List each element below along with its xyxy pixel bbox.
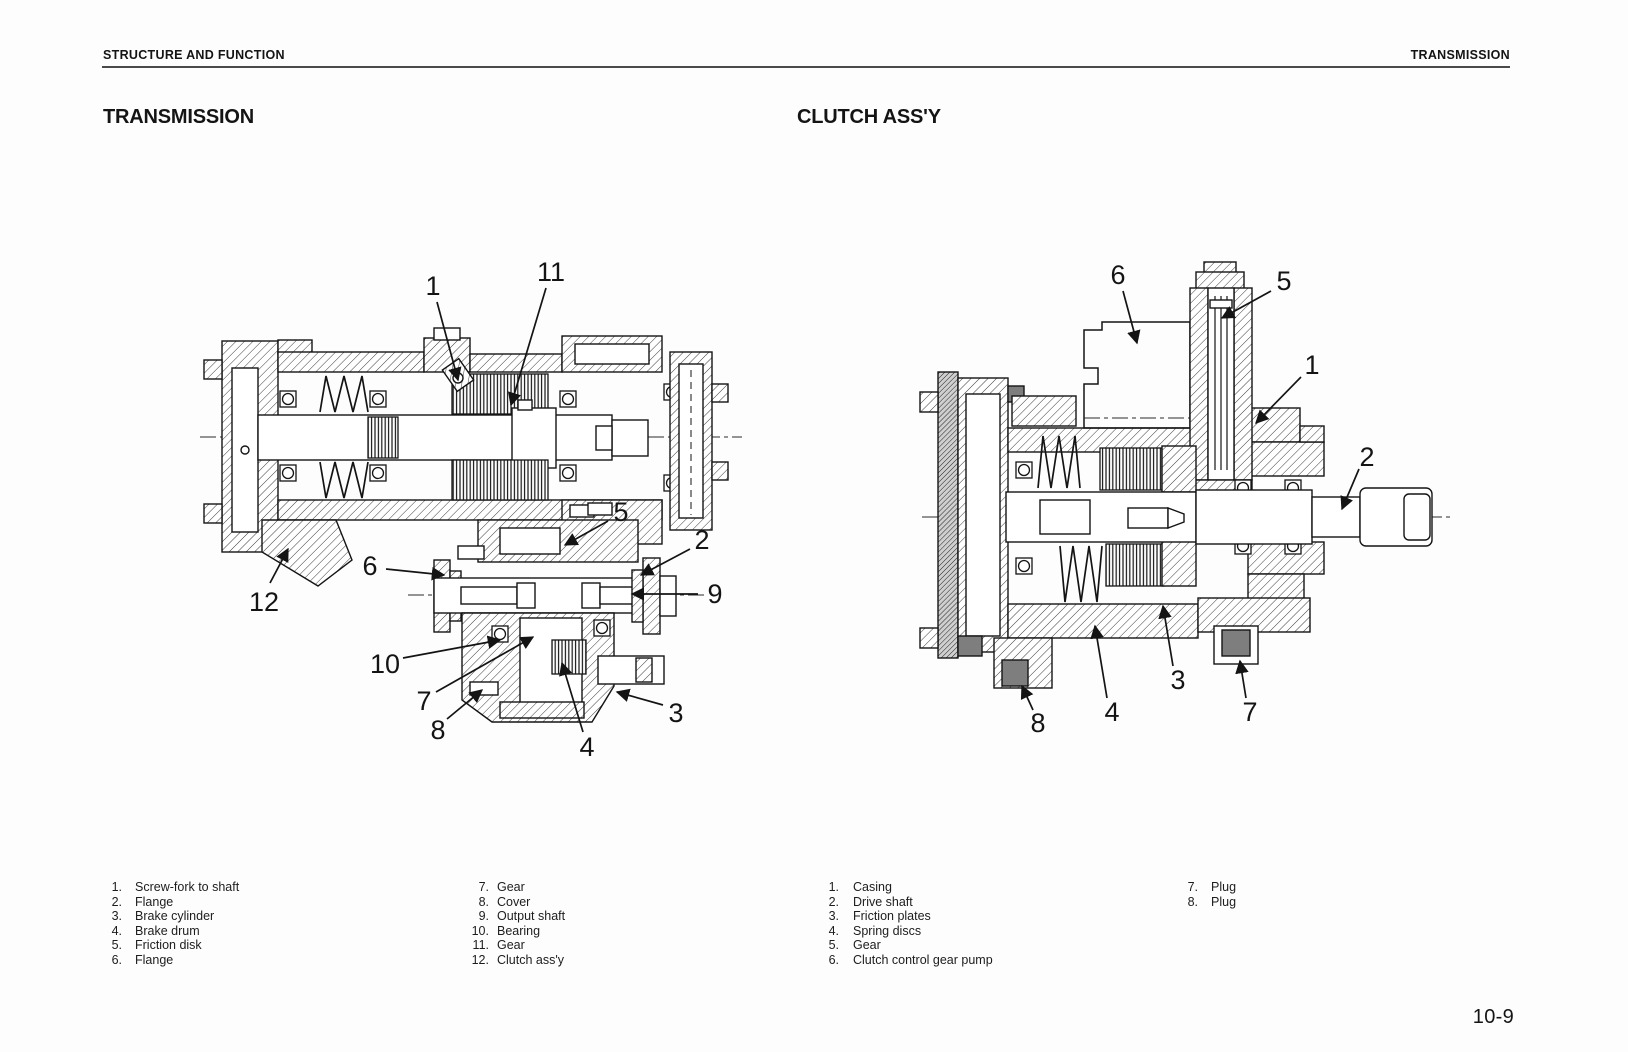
part-item: 3.Brake cylinder xyxy=(111,909,215,923)
clutch-plugs xyxy=(1001,625,1259,687)
transmission-ring-gear xyxy=(669,351,729,531)
part-item: 3.Friction plates xyxy=(828,909,931,923)
header-divider xyxy=(102,66,1510,68)
page-header-left: STRUCTURE AND FUNCTION xyxy=(103,48,285,62)
callout-11: 11 xyxy=(537,257,565,287)
clutch-drive-shaft xyxy=(1005,487,1433,547)
part-item: 7.Plug xyxy=(1187,880,1237,894)
part-item: 11.Gear xyxy=(472,938,525,952)
part-item: 8.Plug xyxy=(1187,894,1237,909)
transmission-parts-list-col1: 1.Screw-fork to shaft 2.Flange 3.Brake c… xyxy=(104,880,240,967)
part-item: 2.Flange xyxy=(111,894,174,909)
transmission-callouts: 1 11 5 2 6 9 12 10 7 8 4 xyxy=(249,257,723,762)
clutch-callouts: 6 5 1 2 8 4 3 7 xyxy=(1020,260,1375,738)
part-item: 2.Drive shaft xyxy=(828,894,913,909)
callout-1: 1 xyxy=(1304,350,1319,380)
callout-10: 10 xyxy=(370,649,400,679)
callout-4: 4 xyxy=(579,732,594,762)
part-item: 6.Flange xyxy=(111,952,174,967)
clutch-end-plate xyxy=(919,371,1025,659)
section-title-clutch: CLUTCH ASS'Y xyxy=(797,106,941,128)
part-item: 7.Gear xyxy=(478,880,525,894)
callout-8: 8 xyxy=(430,715,445,745)
callout-12: 12 xyxy=(249,587,279,617)
part-item: 6.Clutch control gear pump xyxy=(828,952,993,967)
clutch-parts-list-col2: 7.Plug 8.Plug xyxy=(1180,880,1236,909)
clutch-pack-assembly xyxy=(1015,435,1302,603)
callout-8: 8 xyxy=(1030,708,1045,738)
callout-5: 5 xyxy=(1276,266,1291,296)
callout-4: 4 xyxy=(1104,697,1119,727)
callout-6: 6 xyxy=(1110,260,1125,290)
callout-3: 3 xyxy=(668,698,683,728)
callout-5: 5 xyxy=(613,497,628,527)
part-item: 1.Casing xyxy=(828,880,892,894)
callout-2: 2 xyxy=(1359,442,1374,472)
page-header-right: TRANSMISSION xyxy=(1410,48,1510,62)
page-number: 10-9 xyxy=(1472,1006,1514,1028)
transmission-diagram: 1 11 5 2 6 9 12 10 7 8 4 xyxy=(200,257,742,762)
clutch-diagram: 6 5 1 2 8 4 3 7 xyxy=(919,260,1452,738)
transmission-parts-list-col2: 7.Gear 8.Cover 9.Output shaft 10.Bearing… xyxy=(463,880,566,967)
clutch-valve-tower xyxy=(1189,261,1253,493)
part-item: 8.Cover xyxy=(478,894,531,909)
part-item: 4.Spring discs xyxy=(828,923,922,938)
section-title-transmission: TRANSMISSION xyxy=(103,106,254,128)
callout-2: 2 xyxy=(694,525,709,555)
part-item: 4.Brake drum xyxy=(111,923,200,938)
part-item: 1.Screw-fork to shaft xyxy=(111,880,240,894)
transmission-input-shaft xyxy=(257,399,649,477)
part-item: 5.Gear xyxy=(828,938,881,952)
clutch-gear-pump-outline xyxy=(1083,321,1191,429)
clutch-parts-list-col1: 1.Casing 2.Drive shaft 3.Friction plates… xyxy=(822,880,993,967)
callout-1: 1 xyxy=(425,271,440,301)
part-item: 12.Clutch ass'y xyxy=(471,952,564,967)
part-item: 10.Bearing xyxy=(471,923,541,938)
part-item: 9.Output shaft xyxy=(478,909,566,923)
part-item: 5.Friction disk xyxy=(111,938,202,952)
callout-6: 6 xyxy=(362,551,377,581)
callout-9: 9 xyxy=(707,579,722,609)
transmission-end-plate xyxy=(203,339,313,553)
callout-7: 7 xyxy=(416,686,431,716)
transmission-lower-gear-train xyxy=(279,459,681,501)
callout-3: 3 xyxy=(1170,665,1185,695)
callout-7: 7 xyxy=(1242,697,1257,727)
